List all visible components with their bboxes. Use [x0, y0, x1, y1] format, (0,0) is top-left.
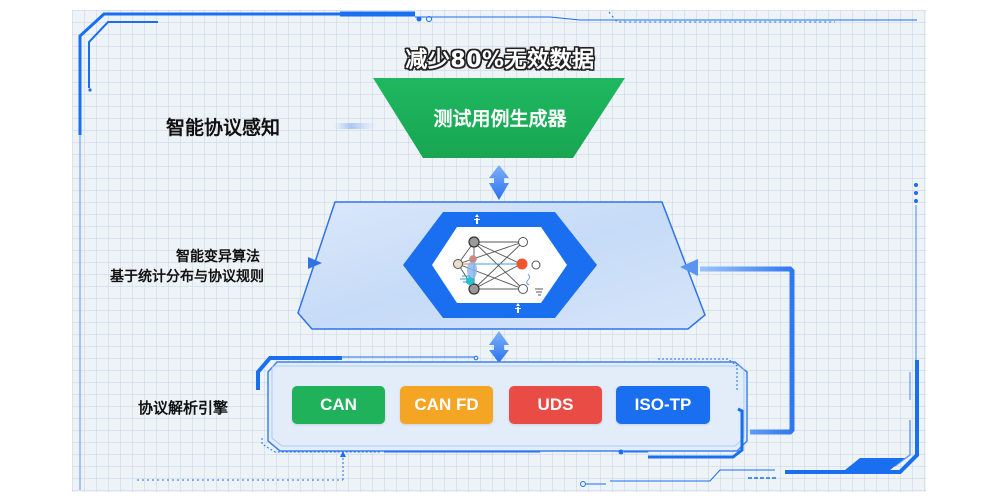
protocol-canfd-badge: CAN FD: [400, 386, 493, 424]
test-case-generator-label: 测试用例生成器: [433, 108, 567, 130]
mutation-algorithm-sublabel: 基于统计分布与协议规则: [110, 269, 264, 285]
protocol-parser-label: 协议解析引擎: [138, 399, 229, 417]
protocol-can-badge: CAN: [292, 386, 385, 424]
reduction-headline: 减少80%无效数据: [405, 48, 595, 73]
protocol-perception-label: 智能协议感知: [166, 117, 281, 139]
protocol-isotp-badge: ISO-TP: [616, 386, 710, 424]
protocol-uds-badge: UDS: [509, 386, 602, 424]
mutation-algorithm-label: 智能变异算法: [176, 249, 260, 265]
